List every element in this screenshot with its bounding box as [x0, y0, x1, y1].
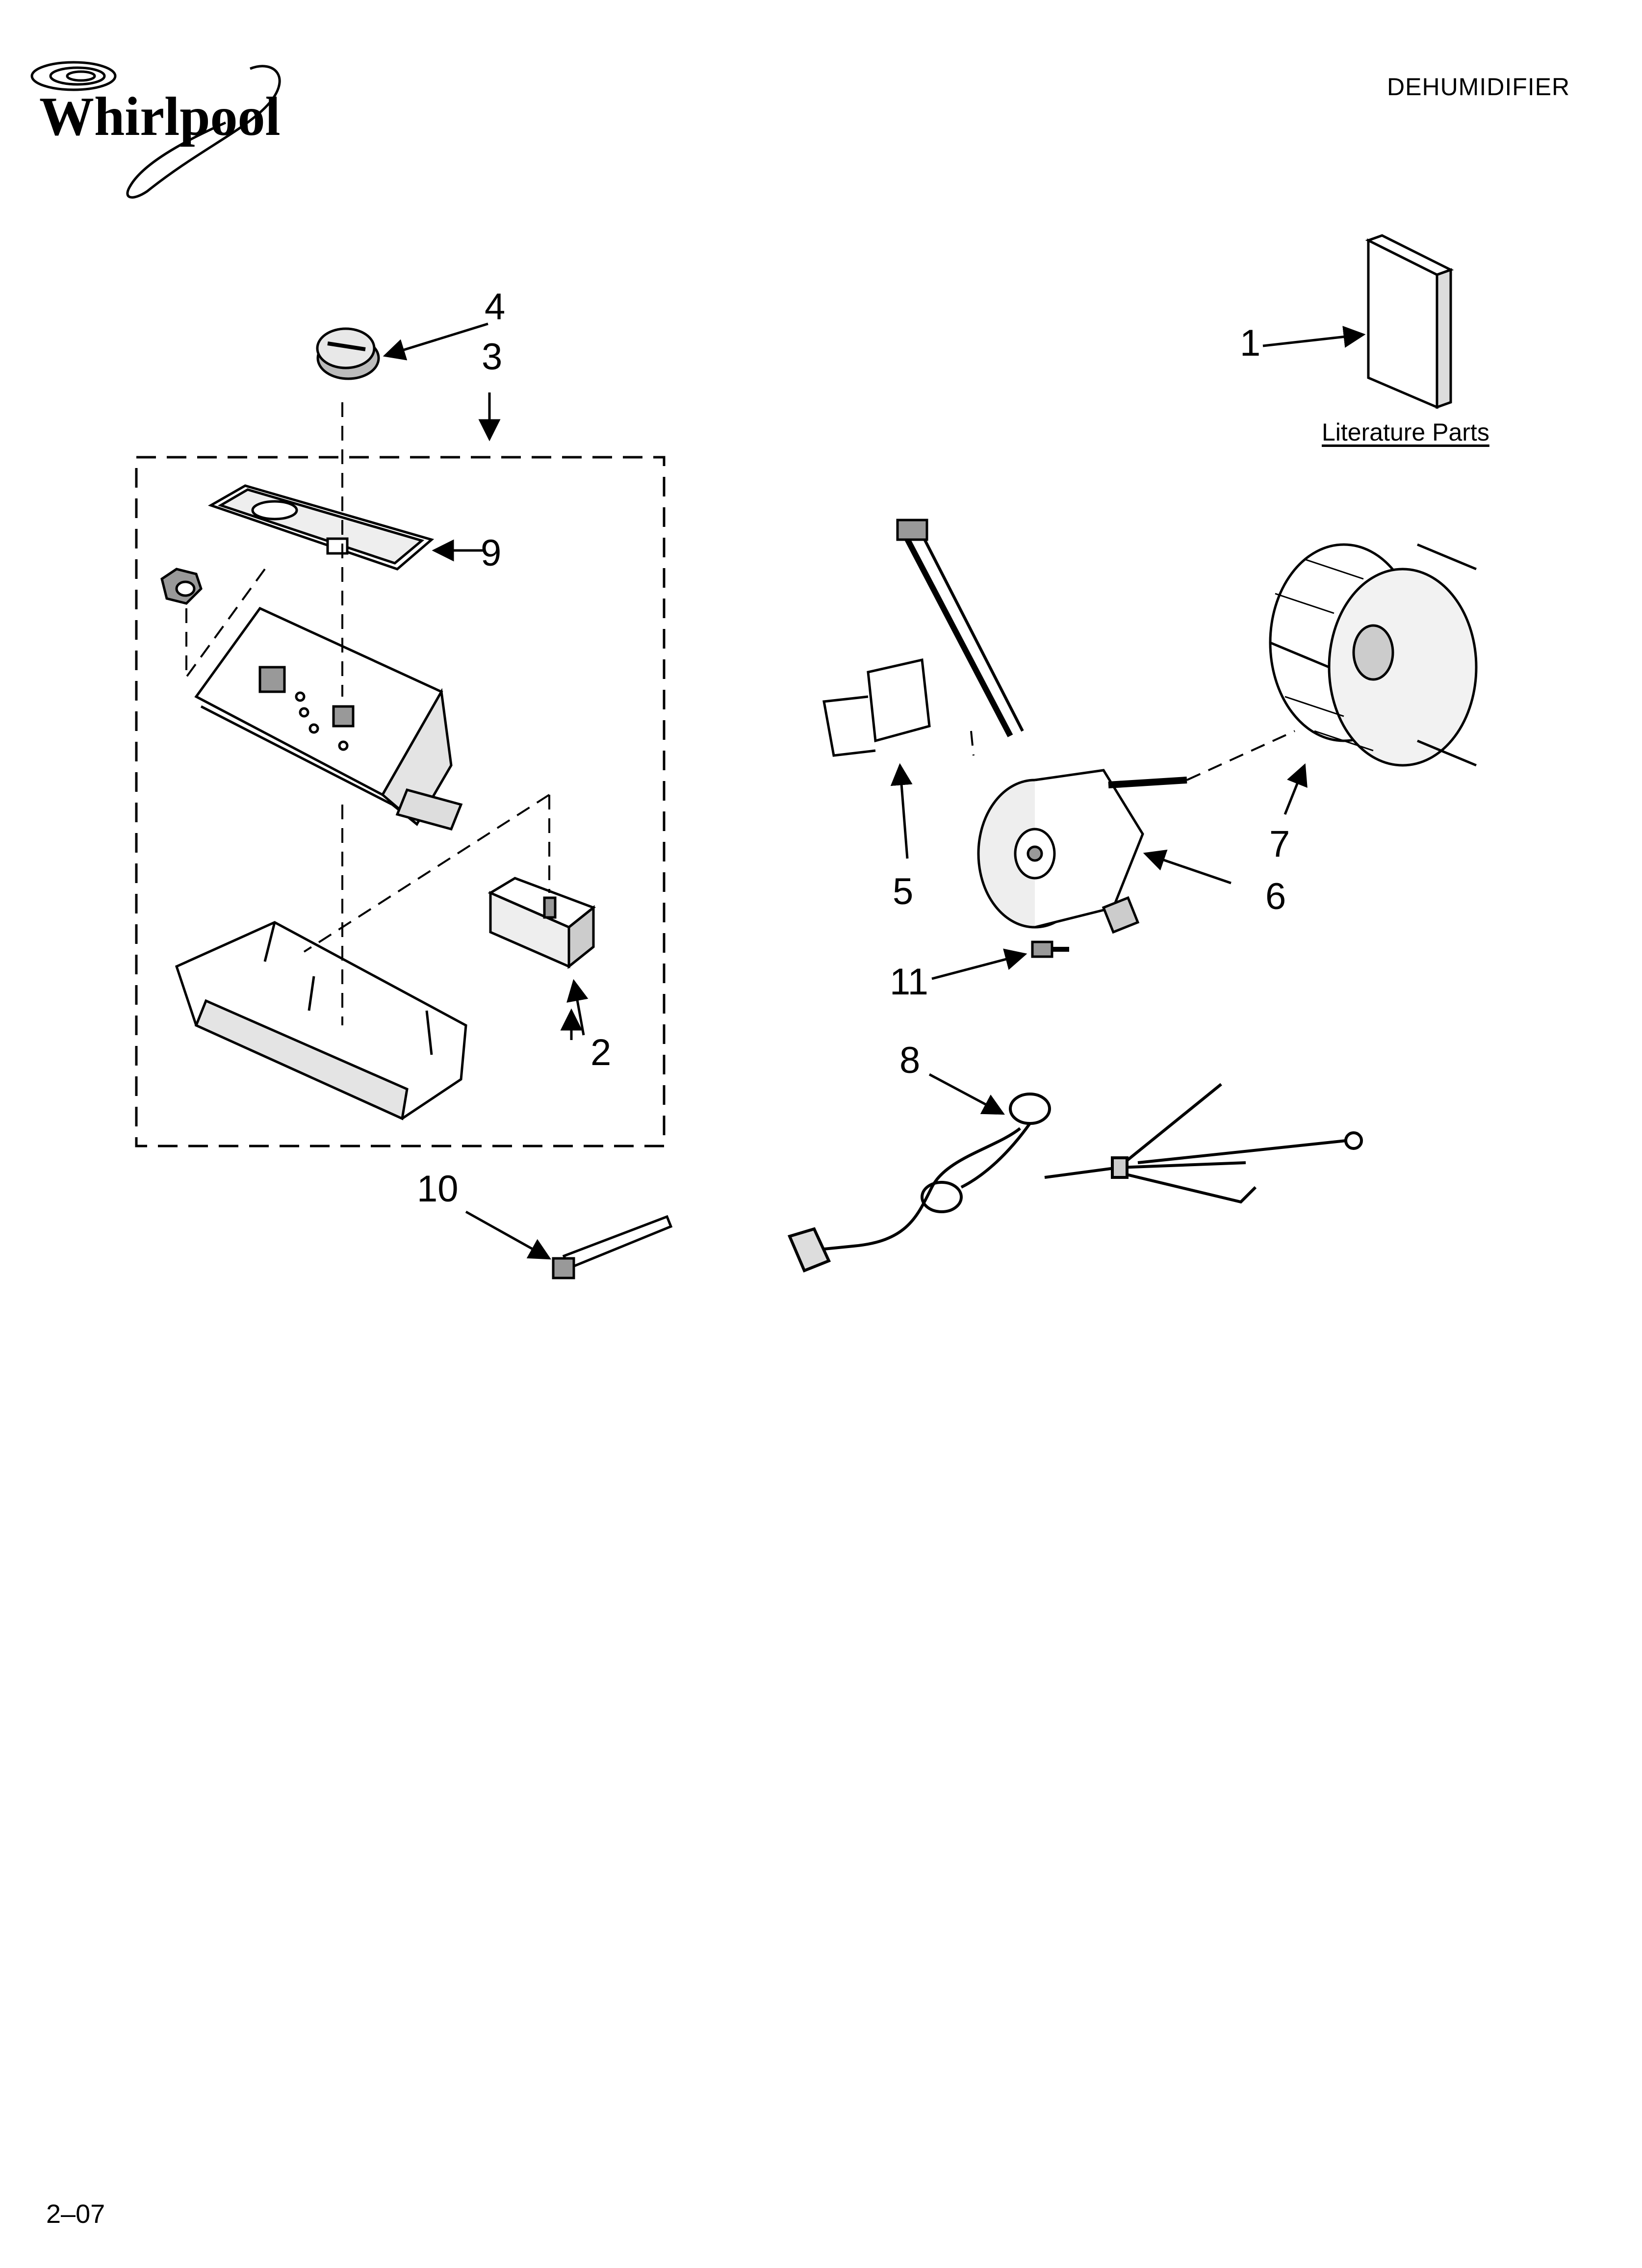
callout-8: 8	[899, 1040, 921, 1081]
power-cord-part	[787, 1083, 1363, 1273]
control-knob-part	[316, 327, 380, 380]
callout-2: 2	[590, 1032, 612, 1073]
capacitor-part	[822, 519, 1024, 757]
callout-5: 5	[893, 871, 914, 912]
callout-11: 11	[890, 961, 928, 1003]
whirlpool-logo: Whirlpool	[30, 61, 281, 199]
callout-10: 10	[417, 1168, 459, 1210]
callout-4: 4	[485, 286, 506, 328]
footer-date-code: 2–07	[46, 2199, 105, 2229]
literature-parts-label: Literature Parts	[1322, 418, 1489, 446]
switch-part	[487, 877, 596, 969]
fan-motor-part	[977, 769, 1187, 934]
literature-booklet-part	[1365, 234, 1454, 409]
control-housing-part	[194, 606, 463, 831]
callout-6: 6	[1265, 876, 1286, 917]
page-title: DEHUMIDIFIER	[1387, 73, 1570, 101]
callout-3: 3	[482, 336, 503, 378]
callout-9: 9	[481, 532, 502, 574]
callout-arrows	[383, 322, 1366, 1260]
blower-wheel-part	[1269, 543, 1478, 767]
exploded-view-leader-lines	[185, 402, 1295, 1025]
callout-1: 1	[1240, 322, 1261, 364]
membrane-overlay-part	[207, 484, 435, 571]
cable-tie-part	[552, 1215, 673, 1279]
screw-part	[1031, 940, 1069, 958]
brand-wordmark: Whirlpool	[39, 86, 281, 147]
button-cap-part	[160, 568, 203, 605]
base-tray-part	[175, 921, 467, 1121]
callout-7: 7	[1269, 823, 1290, 865]
